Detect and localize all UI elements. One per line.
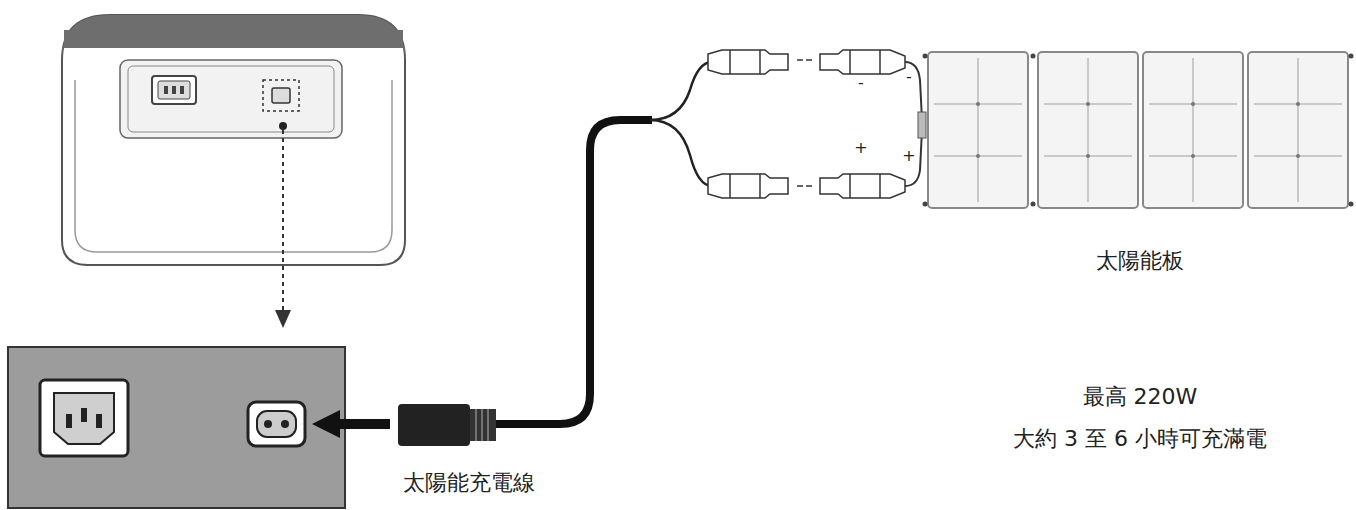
zoomed-port-panel [8,347,345,508]
corner-dot [923,202,928,207]
mc4-connectors [708,50,905,198]
cell-dot [1086,154,1090,158]
caption-text: 最高 220W [1083,384,1198,410]
panel-segment [1038,52,1138,208]
polarity-mark: - [906,67,912,86]
cell-dot [1296,102,1300,106]
insert-arrow [312,410,390,438]
cell-dot [1086,102,1090,106]
caption-text: 太陽能板 [1096,248,1184,274]
cell-line [1192,58,1194,202]
cell-dot [1191,102,1195,106]
corner-dot [1349,202,1354,207]
cell-line [1297,58,1299,202]
polarity-mark: - [858,73,864,92]
cell-dot [1191,154,1195,158]
solar-panel [923,52,1354,208]
corner-dot [1349,54,1354,59]
panel-segment [1248,52,1348,208]
polarity-mark: + [854,138,867,157]
corner-dot [1031,54,1036,59]
panel-segment [1143,52,1243,208]
cell-line [977,58,979,202]
cell-dot [976,154,980,158]
power-station [62,15,405,328]
corner-dot [923,54,928,59]
cell-dot [1296,154,1300,158]
solar-charging-cable [398,62,712,446]
polarity-mark: + [902,146,915,165]
corner-dot [1031,202,1036,207]
caption-text: 太陽能充電線 [403,470,535,496]
panel-segment [928,52,1028,208]
cell-dot [976,102,980,106]
cell-line [1087,58,1089,202]
caption-text: 大約 3 至 6 小時可充滿電 [1013,426,1267,452]
